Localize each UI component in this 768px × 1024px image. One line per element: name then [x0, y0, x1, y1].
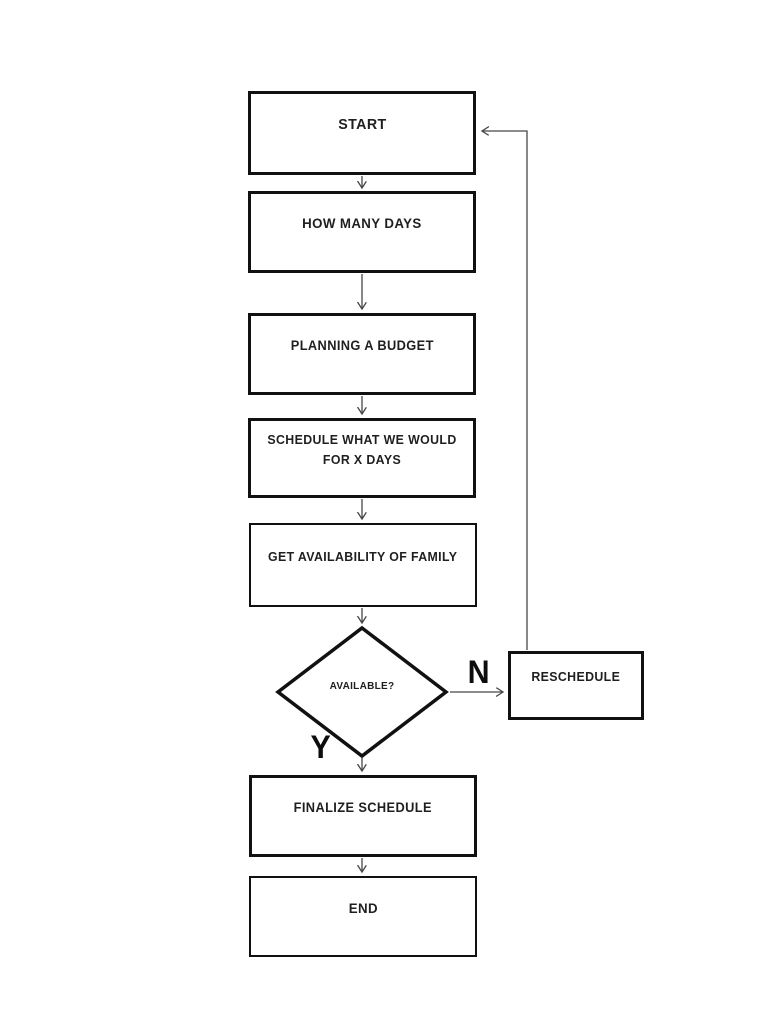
node-end-label: END — [348, 899, 378, 916]
node-how-many-days-label: HOW MANY DAYS — [302, 215, 422, 232]
diamond-outline — [275, 625, 449, 759]
node-start-label: START — [337, 116, 387, 134]
node-get-availability: GET AVAILABILITY OF FAMILY — [249, 523, 477, 607]
node-schedule-x-days: SCHEDULE WHAT WE WOULD FOR X DAYS — [248, 418, 476, 498]
decision-available-label: AVAILABLE? — [329, 680, 395, 692]
node-how-many-days: HOW MANY DAYS — [248, 191, 476, 273]
node-finalize-schedule-label: FINALIZE SCHEDULE — [293, 799, 433, 815]
node-reschedule: RESCHEDULE — [508, 651, 644, 720]
node-finalize-schedule: FINALIZE SCHEDULE — [249, 775, 477, 857]
decision-available: AVAILABLE? — [275, 625, 449, 759]
branch-label-no: N — [467, 654, 490, 690]
node-end: END — [249, 876, 477, 957]
connector-reschedule-to-start — [482, 131, 528, 650]
node-reschedule-label: RESCHEDULE — [531, 669, 621, 685]
node-planning-a-budget-label: PLANNING A BUDGET — [290, 337, 434, 353]
branch-label-yes: Y — [310, 729, 331, 765]
node-start: START — [248, 91, 476, 175]
decision-diamond-shape — [275, 625, 449, 759]
node-planning-a-budget: PLANNING A BUDGET — [248, 313, 476, 395]
node-schedule-x-days-label: SCHEDULE WHAT WE WOULD FOR X DAYS — [267, 431, 457, 467]
node-get-availability-label: GET AVAILABILITY OF FAMILY — [268, 548, 458, 564]
